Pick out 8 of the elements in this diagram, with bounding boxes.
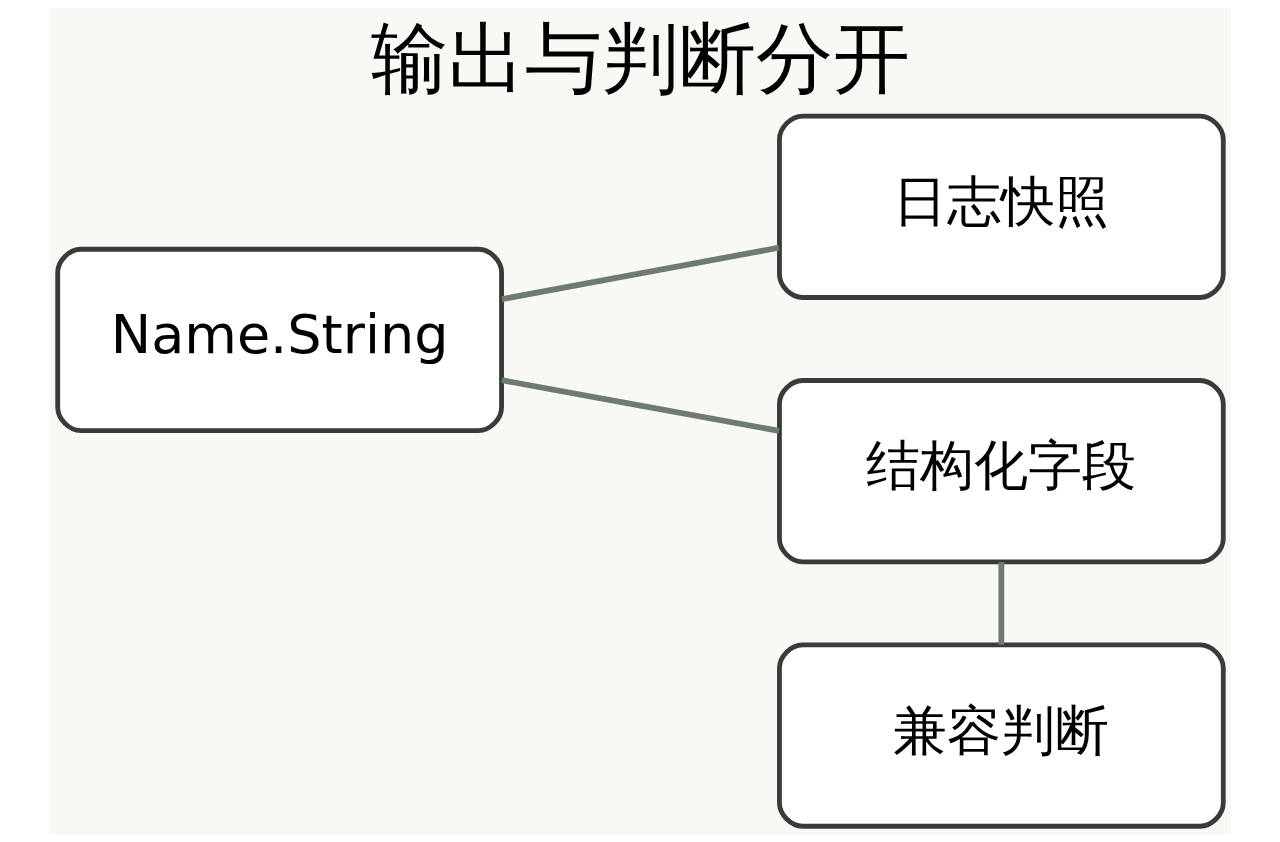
node-box: 日志快照 bbox=[776, 113, 1226, 300]
connector bbox=[500, 377, 779, 434]
connector bbox=[997, 562, 1004, 645]
node-box: 兼容判断 bbox=[776, 642, 1226, 829]
diagram-title: 输出与判断分开 bbox=[370, 13, 910, 104]
node-box: Name.String bbox=[54, 246, 504, 434]
node-box: 结构化字段 bbox=[776, 378, 1226, 565]
connector bbox=[500, 244, 779, 302]
